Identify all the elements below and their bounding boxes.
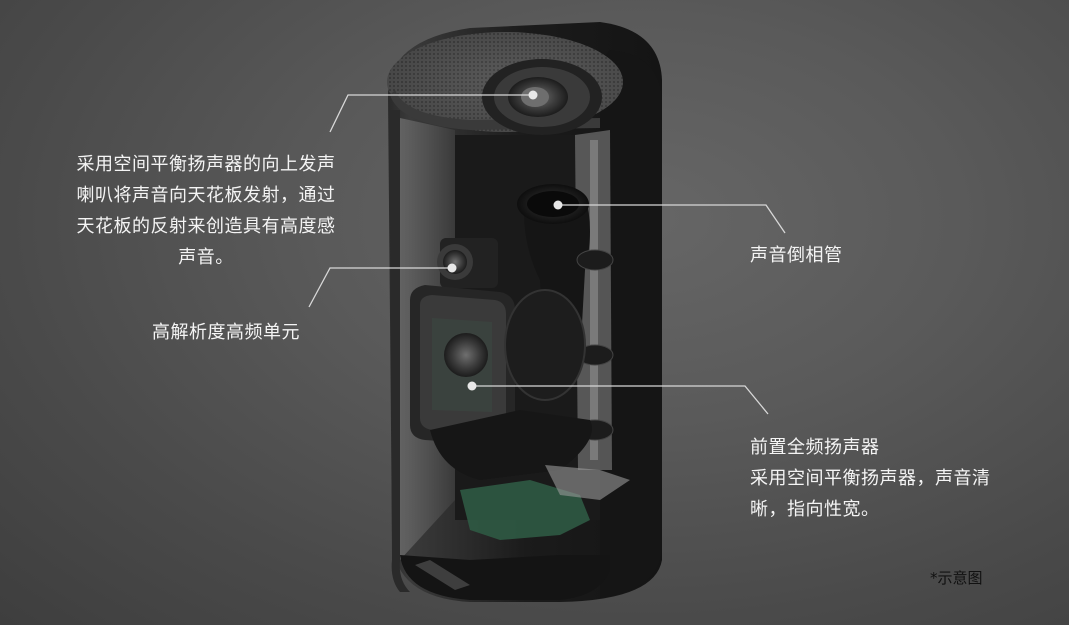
callout-line-text: 采用空间平衡扬声器，声音清 [750,468,991,489]
callout-tweeter: 高解析度高频单元 [152,317,300,348]
callout-line-text: 前置全频扬声器 [750,437,880,458]
callout-line-text: 采用空间平衡扬声器的向上发声 [76,154,336,175]
callout-dot [447,263,457,273]
callout-line-text: 高解析度高频单元 [152,322,300,343]
callout-upfiring-speaker: 采用空间平衡扬声器的向上发声 喇叭将声音向天花板发射，通过 天花板的反射来创造具… [56,149,356,273]
callout-line-text: 晰，指向性宽。 [750,499,880,520]
callout-dot [528,90,538,100]
callout-dot [467,381,477,391]
callout-line-text: 喇叭将声音向天花板发射，通过 [76,185,336,206]
callout-dot [553,200,563,210]
callout-lines [308,94,786,415]
callout-front-fullrange-speaker: 前置全频扬声器 采用空间平衡扬声器，声音清 晰，指向性宽。 [750,432,991,525]
callout-line-text: 声音。 [178,247,234,268]
illustration-note: *示意图 [930,569,983,587]
callout-line-text: 声音倒相管 [750,245,843,266]
callout-bass-reflex-port: 声音倒相管 [750,240,843,271]
callout-line-text: 天花板的反射来创造具有高度感 [76,216,336,237]
